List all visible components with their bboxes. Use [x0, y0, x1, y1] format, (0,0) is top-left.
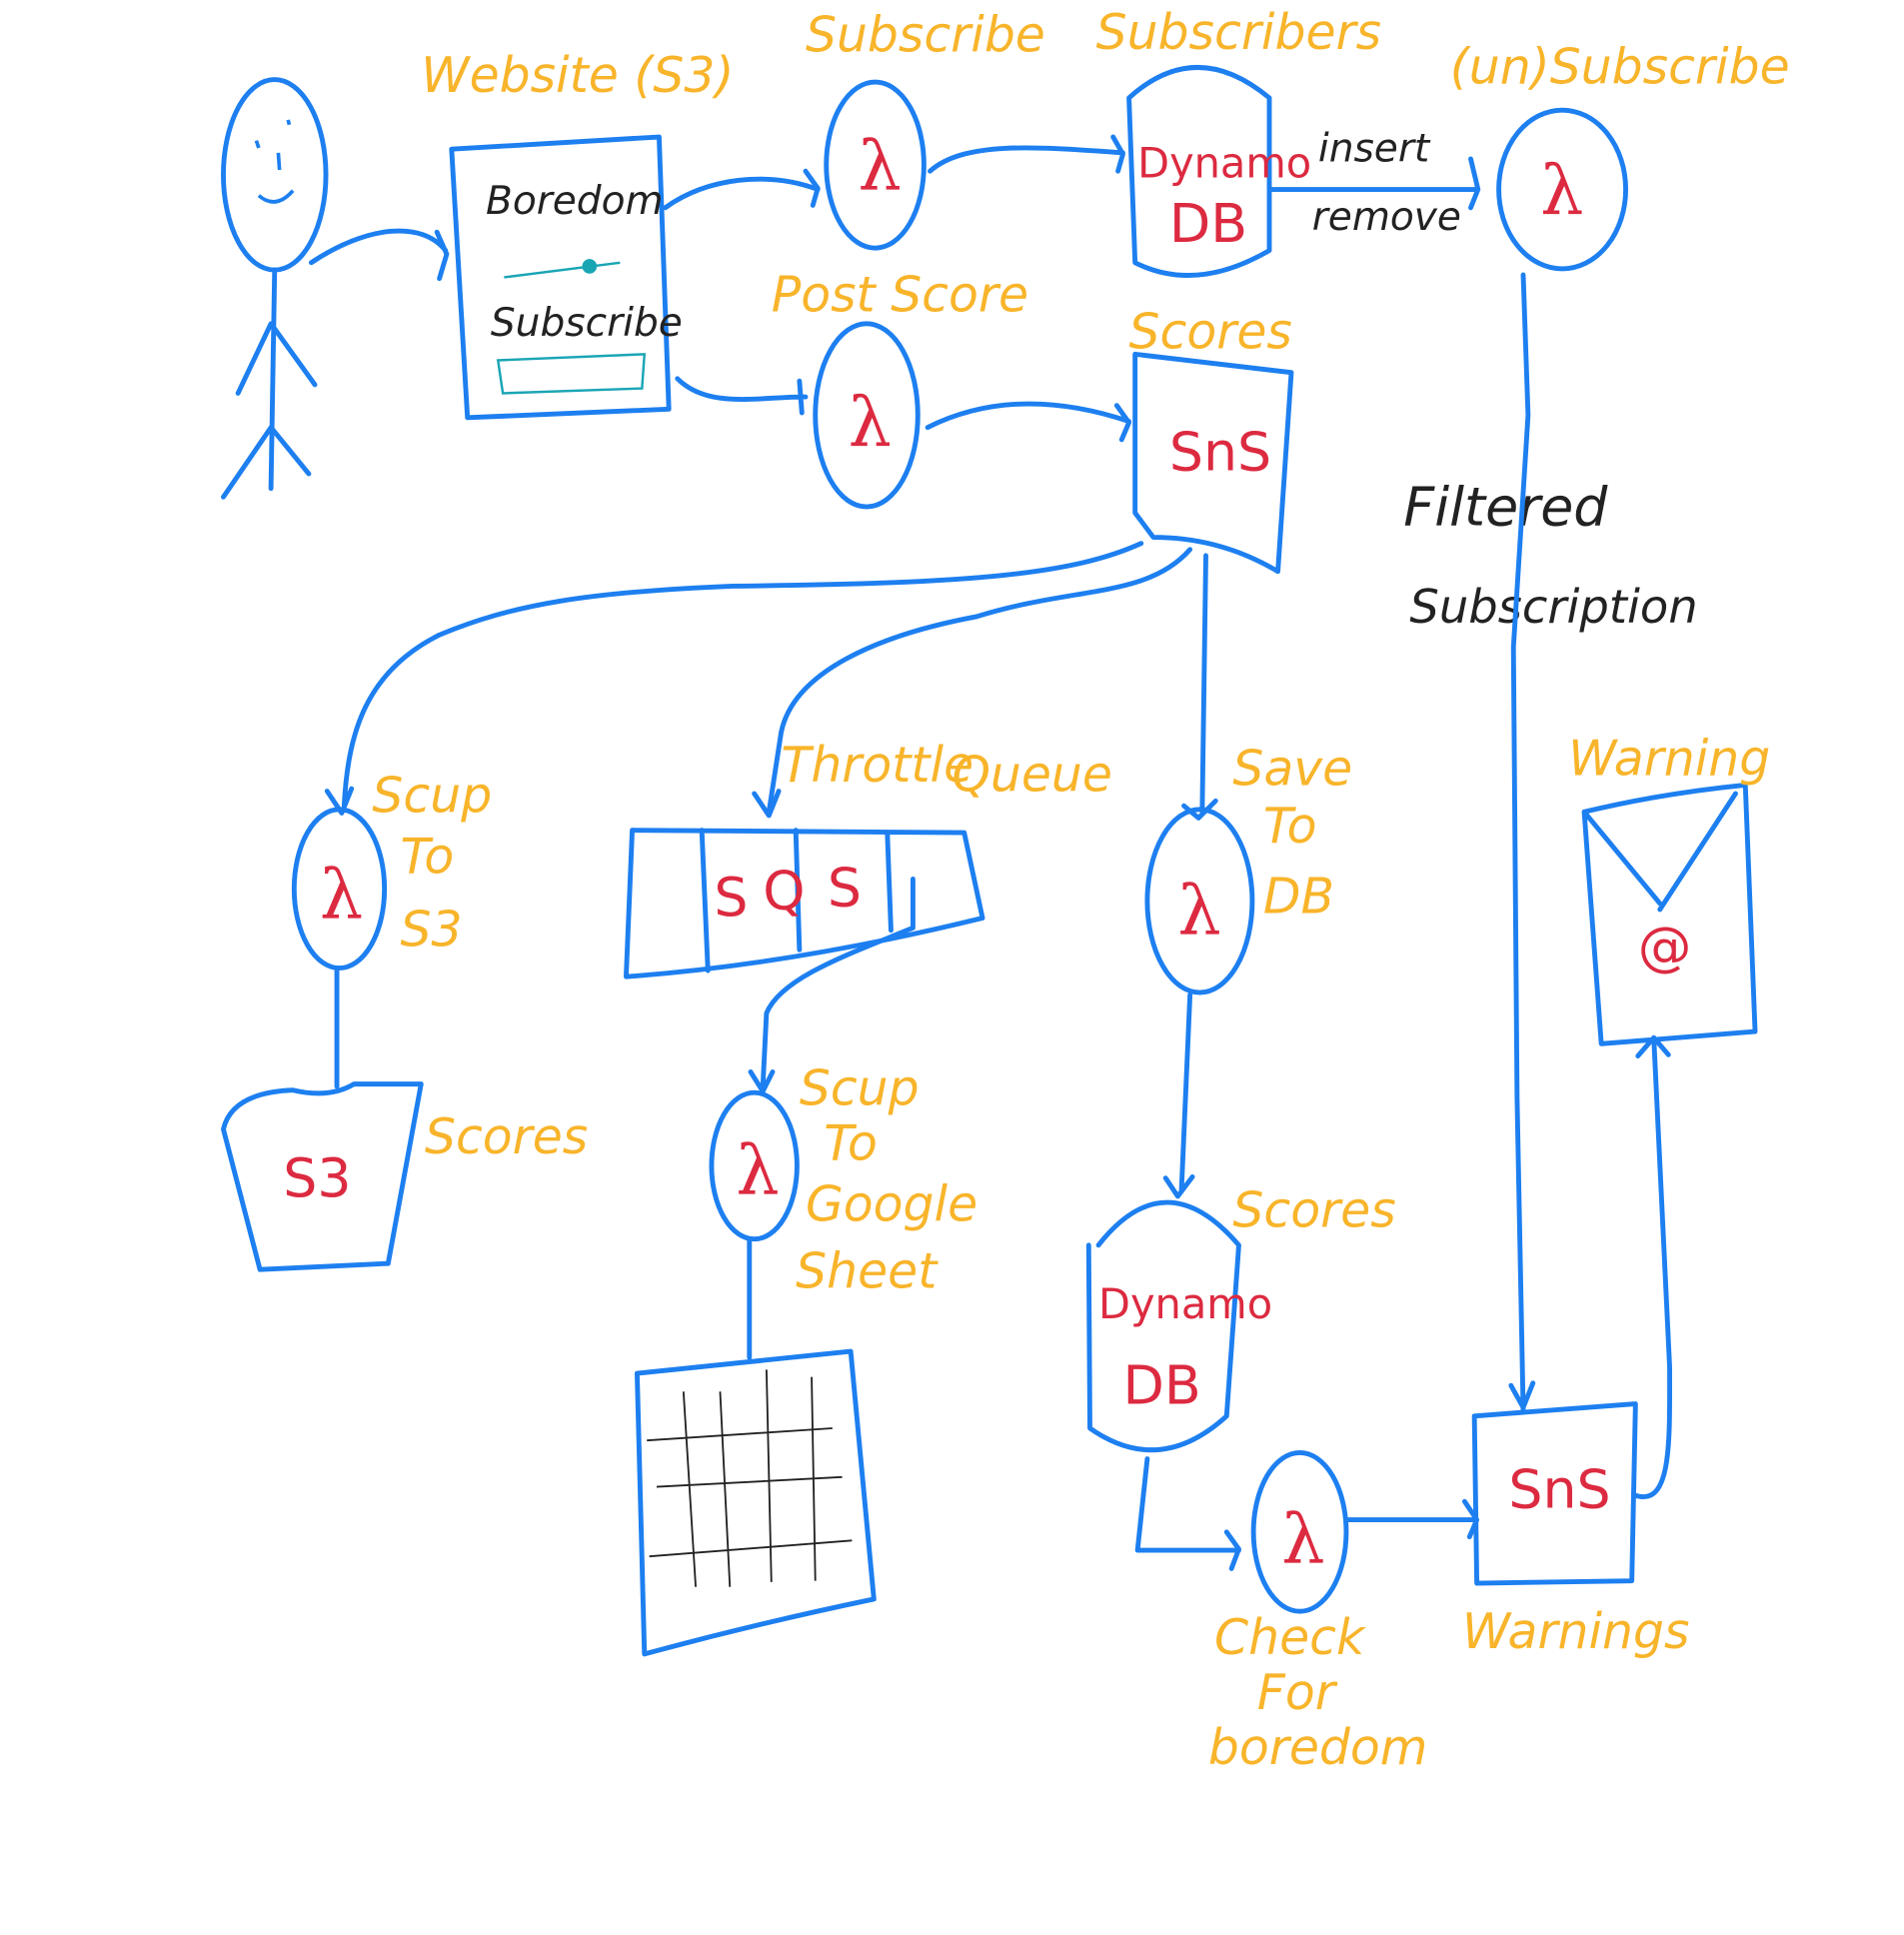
label-warnings: Warnings: [1462, 1603, 1690, 1660]
db-text: DB: [1169, 192, 1247, 255]
label-warning: Warning: [1568, 731, 1770, 788]
lambda-icon: λ: [858, 128, 901, 207]
db-text: DB: [1122, 1354, 1200, 1417]
label-subscription: Subscription: [1409, 580, 1697, 634]
label-scores-sns: Scores: [1129, 303, 1292, 360]
website-subscribe-label: Subscribe: [491, 301, 683, 346]
website-title: Boredom: [486, 179, 664, 224]
lambda-icon: λ: [736, 1132, 779, 1211]
label-filtered: Filtered: [1403, 475, 1608, 538]
label-to: To: [1263, 798, 1317, 855]
line-unsubscribe-to-warnings-sns: [1508, 272, 1536, 1413]
sqs-s2: S: [828, 856, 862, 919]
sns-text: SnS: [1169, 420, 1271, 483]
lambda-icon: λ: [1281, 1500, 1324, 1579]
warning-email: @: [1581, 782, 1758, 1046]
website-box: Boredom Subscribe: [449, 134, 683, 421]
scup-to-sheet-lambda: [709, 1089, 800, 1242]
line-sns-to-save-db: [1181, 553, 1218, 821]
s3-bucket: [221, 1081, 424, 1272]
arrow-user-to-website: [308, 228, 450, 282]
lambda-icon: λ: [1177, 872, 1220, 951]
arrow-sns-to-sqs: [752, 547, 1193, 819]
label-for: For: [1257, 1664, 1338, 1721]
google-sheet: [635, 1348, 877, 1657]
arrow-db-to-unsubscribe: [1269, 156, 1481, 211]
label-to: To: [824, 1114, 878, 1171]
arrow-warnings-to-email: [1632, 1034, 1673, 1499]
arrow-check-to-warnings-sns: [1345, 1498, 1480, 1540]
label-google: Google: [806, 1175, 977, 1232]
label-to: To: [401, 828, 455, 885]
label-queue: Queue: [952, 747, 1111, 804]
label-s3: S3: [401, 902, 463, 959]
unsubscribe-lambda: [1496, 107, 1629, 272]
sqs-q: Q: [763, 860, 805, 923]
lambda-icon: λ: [320, 857, 363, 936]
scores-sns-topic: [1132, 351, 1294, 575]
scores-dynamodb: Dynamo DB: [1085, 1199, 1272, 1453]
label-throttle: Throttle: [782, 737, 974, 794]
label-website: Website (S3): [421, 47, 734, 104]
label-insert: insert: [1318, 126, 1431, 171]
warnings-sns-topic: [1471, 1401, 1638, 1586]
line-dynamodb-to-check: [1134, 1456, 1241, 1571]
arrow-website-to-post-score: [675, 376, 809, 416]
sqs-queue: S Q S: [624, 828, 985, 979]
label-remove: remove: [1312, 195, 1461, 240]
subscribers-dynamodb: Dynamo DB: [1126, 64, 1311, 278]
arrow-sns-to-scup-s3: [324, 541, 1144, 816]
label-subscribers: Subscribers: [1096, 4, 1381, 61]
arrow-post-score-to-sns: [925, 401, 1132, 443]
scup-to-s3-lambda: [291, 807, 388, 971]
label-sheet: Sheet: [796, 1243, 939, 1300]
slider-knob: [582, 259, 598, 274]
label-boredom: boredom: [1208, 1719, 1427, 1776]
check-for-boredom-lambda: [1250, 1449, 1349, 1614]
post-score-lambda: [813, 321, 921, 510]
label-scores-s3: Scores: [425, 1108, 588, 1165]
dynamo-text: Dynamo: [1137, 138, 1311, 187]
arrow-website-to-subscribe: [663, 168, 821, 211]
subscribe-input: [496, 353, 647, 395]
line-save-lambda-to-dynamodb: [1162, 992, 1195, 1199]
arrow-subscribe-to-db: [928, 134, 1125, 174]
lambda-icon: λ: [849, 384, 892, 463]
label-scup: Scup: [800, 1059, 920, 1116]
sns-text: SnS: [1508, 1457, 1610, 1520]
lambda-icon: λ: [1540, 152, 1583, 231]
save-to-db-lambda: [1144, 807, 1255, 995]
label-save: Save: [1232, 740, 1352, 797]
label-unsubscribe: (un)Subscribe: [1450, 38, 1790, 95]
dynamo-text: Dynamo: [1098, 1279, 1272, 1328]
email-at-icon: @: [1638, 915, 1692, 977]
sqs-s1: S: [714, 866, 748, 929]
label-scup: Scup: [372, 767, 492, 824]
s3-text: S3: [283, 1146, 351, 1209]
label-subscribe: Subscribe: [806, 7, 1045, 64]
subscribe-lambda: [824, 79, 927, 251]
label-check: Check: [1214, 1609, 1366, 1666]
label-post-score: Post Score: [772, 267, 1028, 324]
user-stick-figure: [221, 77, 329, 500]
label-scores-db: Scores: [1232, 1181, 1395, 1238]
label-db: DB: [1263, 869, 1334, 926]
